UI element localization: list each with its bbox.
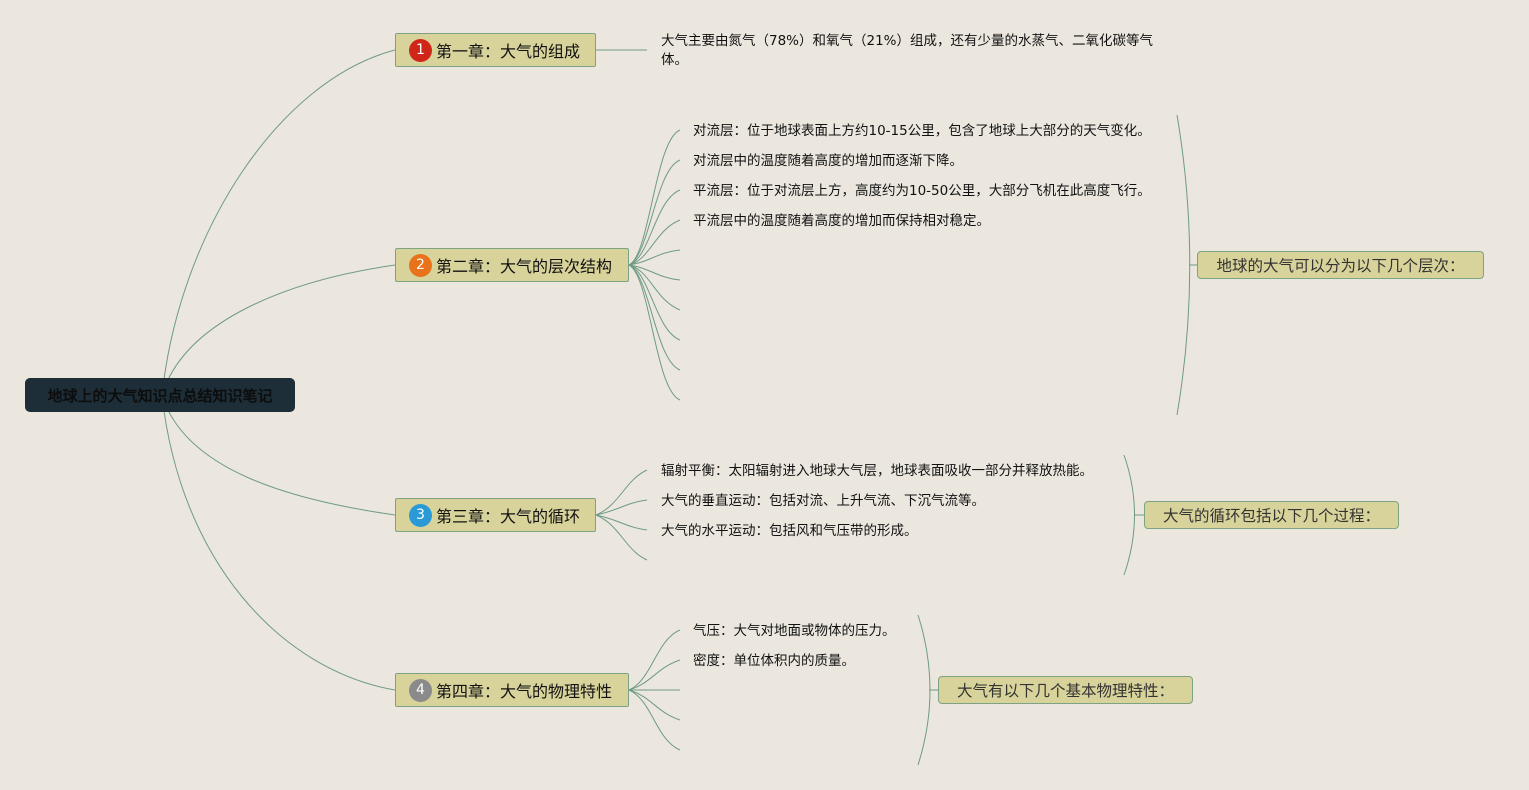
connector-ch2-leaf-3: [628, 189, 681, 266]
chapter-node-4[interactable]: 4 第四章：大气的物理特性: [395, 673, 629, 707]
number-badge-icon: 2: [409, 253, 432, 277]
leaf-ch2-item-2[interactable]: 对流层中的温度随着高度的增加而逐渐下降。: [693, 153, 963, 169]
brace-ch4: [917, 614, 931, 766]
root-title: 地球上的大气知识点总结知识笔记: [47, 386, 273, 405]
chapter-node-2[interactable]: 2 第二章：大气的层次结构: [395, 248, 629, 282]
connector-root-ch4: [161, 394, 396, 691]
connector-ch2-leaf-9: [628, 264, 681, 371]
chapter-node-1[interactable]: 1 第一章：大气的组成: [395, 33, 596, 67]
leaf-ch2-item-1[interactable]: 对流层：位于地球表面上方约10-15公里，包含了地球上大部分的天气变化。: [693, 123, 1151, 139]
summary-text: 大气的循环包括以下几个过程：: [1162, 507, 1380, 525]
connector-root-ch3: [161, 394, 396, 516]
summary-text: 地球的大气可以分为以下几个层次：: [1216, 257, 1465, 275]
leaf-ch3-item-2[interactable]: 大气的垂直运动：包括对流、上升气流、下沉气流等。: [661, 493, 985, 509]
root-node[interactable]: 地球上的大气知识点总结知识笔记: [25, 378, 295, 412]
summary-node-ch3[interactable]: 大气的循环包括以下几个过程：: [1144, 501, 1399, 529]
connector-ch2-leaf-2: [628, 159, 681, 266]
number-badge-icon: 1: [409, 38, 432, 62]
connector-ch3-leaf-3: [595, 514, 648, 531]
leaf-ch3-item-3[interactable]: 大气的水平运动：包括风和气压带的形成。: [661, 523, 918, 539]
connector-ch4-leaf-4: [628, 689, 681, 721]
chapter-title: 第四章：大气的物理特性: [436, 682, 613, 701]
leaf-ch1-item-1[interactable]: 大气主要由氮气（78%）和氧气（21%）组成，还有少量的水蒸气、二氧化碳等气体。: [661, 33, 1154, 68]
chapter-title: 第二章：大气的层次结构: [436, 257, 613, 276]
number-badge-icon: 4: [409, 678, 432, 702]
brace-ch2: [1176, 114, 1191, 416]
connector-ch2-leaf-5: [628, 249, 681, 266]
connector-ch2-leaf-7: [628, 264, 681, 311]
connector-ch3-leaf-4: [595, 514, 648, 561]
connector-ch4-leaf-1: [628, 629, 681, 691]
leaf-ch4-item-2[interactable]: 密度：单位体积内的质量。: [693, 653, 855, 669]
connector-root-ch1: [161, 49, 396, 396]
chapter-node-3[interactable]: 3 第三章：大气的循环: [395, 498, 596, 532]
connector-ch2-leaf-6: [628, 264, 681, 281]
connector-ch2-leaf-4: [628, 219, 681, 266]
leaf-ch2-item-3[interactable]: 平流层：位于对流层上方，高度约为10-50公里，大部分飞机在此高度飞行。: [693, 183, 1151, 199]
summary-text: 大气有以下几个基本物理特性：: [956, 682, 1174, 700]
brace-ch3: [1123, 454, 1135, 576]
chapter-title: 第一章：大气的组成: [436, 42, 581, 61]
number-badge-icon: 3: [409, 503, 432, 527]
chapter-title: 第三章：大气的循环: [436, 507, 581, 526]
connector-root-ch2: [161, 264, 396, 396]
leaf-ch2-item-4[interactable]: 平流层中的温度随着高度的增加而保持相对稳定。: [693, 213, 990, 229]
summary-node-ch4[interactable]: 大气有以下几个基本物理特性：: [938, 676, 1193, 704]
summary-node-ch2[interactable]: 地球的大气可以分为以下几个层次：: [1197, 251, 1484, 279]
leaf-ch3-item-1[interactable]: 辐射平衡：太阳辐射进入地球大气层，地球表面吸收一部分并释放热能。: [661, 463, 1093, 479]
connector-ch2-leaf-8: [628, 264, 681, 341]
leaf-ch4-item-1[interactable]: 气压：大气对地面或物体的压力。: [693, 623, 896, 639]
connector-ch4-leaf-2: [628, 659, 681, 691]
connector-ch4-leaf-5: [628, 689, 681, 751]
connector-ch3-leaf-2: [595, 499, 648, 516]
connector-ch2-leaf-1: [628, 129, 681, 266]
connector-ch2-leaf-10: [628, 264, 681, 401]
connector-ch3-leaf-1: [595, 469, 648, 516]
